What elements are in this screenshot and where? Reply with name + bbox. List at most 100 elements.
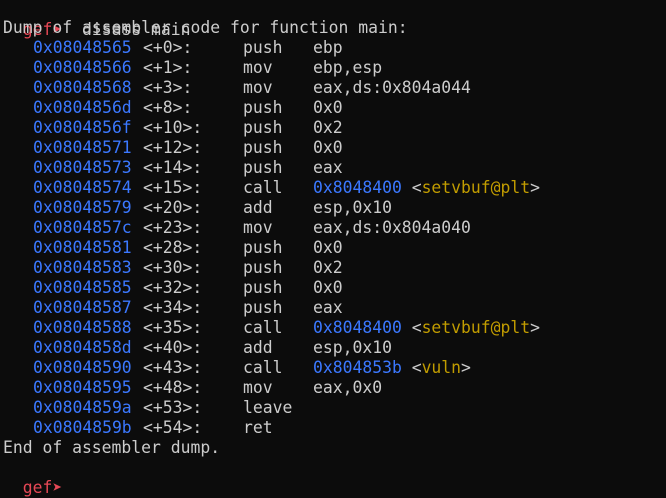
- operand-text: eax,ds:0x804a044: [313, 78, 471, 97]
- instruction-operands: 0x804853b <vuln>: [313, 358, 471, 378]
- instruction-offset: <+30>:: [143, 258, 203, 277]
- prompt-arrow-icon-bottom: ➤: [52, 478, 63, 497]
- instruction-operands: 0x2: [313, 258, 343, 278]
- instruction-offset: <+28>:: [143, 238, 203, 257]
- instruction-row: 0x08048568 <+3>: mov eax,ds:0x804a044: [0, 78, 666, 98]
- instruction-mnemonic: push: [243, 38, 283, 57]
- operand-text: eax,ds:0x804a040: [313, 218, 471, 237]
- instruction-operands: ebp: [313, 38, 343, 58]
- instruction-mnemonic: push: [243, 298, 283, 317]
- call-target-address: 0x8048400: [313, 178, 402, 197]
- instruction-offset: <+8>:: [143, 98, 193, 117]
- operand-text: >: [530, 178, 540, 197]
- instruction-mnemonic: push: [243, 118, 283, 137]
- call-target-address: 0x8048400: [313, 318, 402, 337]
- instruction-address: 0x08048566: [33, 58, 132, 77]
- instruction-address: 0x08048583: [33, 258, 132, 277]
- instruction-address: 0x08048565: [33, 38, 132, 57]
- operand-text: 0x2: [313, 118, 343, 137]
- operand-text: eax,0x0: [313, 378, 383, 397]
- call-symbol: setvbuf@plt: [421, 178, 531, 197]
- instruction-mnemonic: call: [243, 358, 283, 377]
- command-text: disass main: [81, 20, 191, 39]
- instruction-address: 0x0804856f: [33, 118, 132, 137]
- operand-text: 0x0: [313, 138, 343, 157]
- operand-text: <: [411, 318, 422, 337]
- instruction-address: 0x08048579: [33, 198, 132, 217]
- call-symbol: vuln: [421, 358, 462, 377]
- instruction-mnemonic: add: [243, 198, 273, 217]
- instruction-mnemonic: push: [243, 258, 283, 277]
- instruction-mnemonic: push: [243, 158, 283, 177]
- operand-text: >: [461, 358, 471, 377]
- call-target-address: 0x804853b: [313, 358, 402, 377]
- instruction-address: 0x08048581: [33, 238, 132, 257]
- instruction-offset: <+48>:: [143, 378, 203, 397]
- instruction-address: 0x08048574: [33, 178, 132, 197]
- instruction-mnemonic: push: [243, 138, 283, 157]
- instruction-mnemonic: push: [243, 98, 283, 117]
- instruction-mnemonic: mov: [243, 378, 273, 397]
- prompt-name: gef: [22, 20, 53, 39]
- operand-text: <: [411, 358, 422, 377]
- instruction-row: 0x08048579 <+20>: add esp,0x10: [0, 198, 666, 218]
- instruction-address: 0x08048587: [33, 298, 132, 317]
- instruction-address: 0x0804858d: [33, 338, 132, 357]
- operand-text: ebp: [313, 38, 343, 57]
- instruction-operands: 0x2: [313, 118, 343, 138]
- instruction-offset: <+3>:: [143, 78, 193, 97]
- instruction-row: 0x0804859b <+54>: ret: [0, 418, 666, 438]
- operand-text: eax: [313, 298, 343, 317]
- instruction-address: 0x08048573: [33, 158, 132, 177]
- instruction-operands: 0x0: [313, 238, 343, 258]
- instruction-operands: eax: [313, 298, 343, 318]
- instruction-offset: <+54>:: [143, 418, 203, 437]
- instruction-mnemonic: mov: [243, 218, 273, 237]
- instruction-operands: esp,0x10: [313, 198, 392, 218]
- operand-text: [402, 178, 412, 197]
- instruction-offset: <+34>:: [143, 298, 203, 317]
- operand-text: ebp,esp: [313, 58, 383, 77]
- instruction-address: 0x0804859b: [33, 418, 132, 437]
- instruction-mnemonic: call: [243, 318, 283, 337]
- instruction-offset: <+32>:: [143, 278, 203, 297]
- instruction-operands: eax,0x0: [313, 378, 382, 398]
- instruction-address: 0x08048585: [33, 278, 132, 297]
- instruction-offset: <+35>:: [143, 318, 203, 337]
- instruction-offset: <+20>:: [143, 198, 203, 217]
- prompt-name-bottom: gef: [22, 478, 53, 497]
- instruction-operands: 0x0: [313, 98, 343, 118]
- instruction-offset: <+23>:: [143, 218, 203, 237]
- instruction-offset: <+53>:: [143, 398, 203, 417]
- instruction-mnemonic: mov: [243, 78, 273, 97]
- instruction-operands: ebp,esp: [313, 58, 382, 78]
- operand-text: 0x0: [313, 238, 343, 257]
- instruction-address: 0x08048588: [33, 318, 132, 337]
- instruction-offset: <+43>:: [143, 358, 203, 377]
- instruction-mnemonic: add: [243, 338, 273, 357]
- prompt-line-bottom[interactable]: gef➤: [3, 458, 62, 497]
- instruction-address: 0x08048568: [33, 78, 132, 97]
- operand-text: [402, 318, 412, 337]
- call-symbol: setvbuf@plt: [421, 318, 531, 337]
- instruction-mnemonic: ret: [243, 418, 273, 437]
- dump-header: Dump of assembler code for function main…: [3, 18, 408, 37]
- instruction-row: 0x0804859a<+53>:leave: [0, 398, 666, 418]
- instruction-offset: <+12>:: [143, 138, 203, 157]
- instruction-mnemonic: push: [243, 238, 283, 257]
- prompt-arrow-icon: ➤: [52, 20, 63, 39]
- operand-text: 0x0: [313, 98, 343, 117]
- instruction-offset: <+40>:: [143, 338, 203, 357]
- instruction-address: 0x08048590: [33, 358, 132, 377]
- instruction-operands: 0x0: [313, 138, 343, 158]
- instruction-row: 0x08048587 <+34>: push eax: [0, 298, 666, 318]
- operand-text: <: [411, 178, 422, 197]
- instruction-offset: <+15>:: [143, 178, 203, 197]
